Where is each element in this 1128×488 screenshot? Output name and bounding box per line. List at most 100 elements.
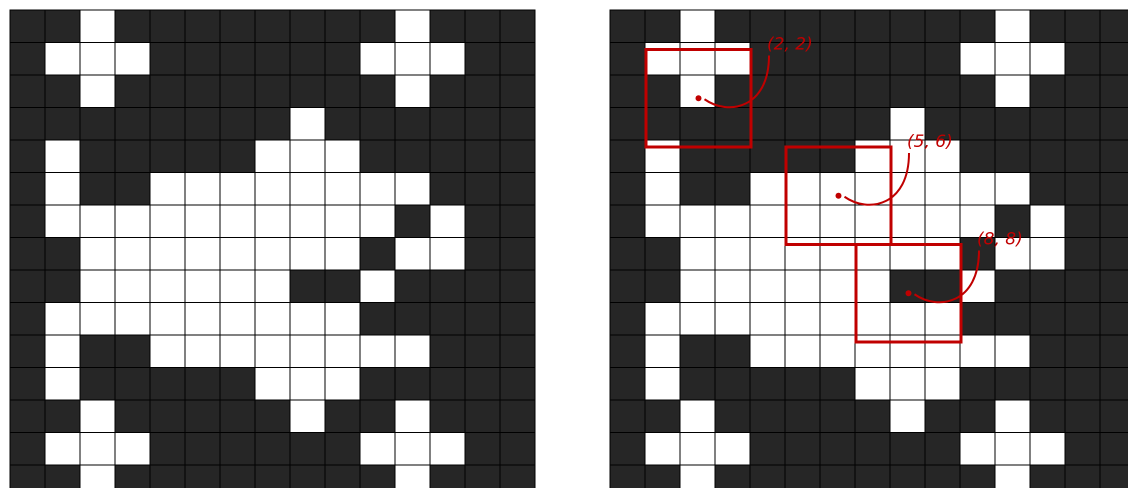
- input-grid-right: [610, 10, 1128, 488]
- grid-cell: [680, 238, 715, 271]
- grid-cell: [500, 270, 535, 303]
- grid-cell: [360, 433, 395, 466]
- grid-cell: [185, 433, 220, 466]
- grid-cell: [1030, 205, 1065, 238]
- grid-cell: [500, 43, 535, 76]
- grid-cell: [960, 10, 995, 43]
- grid-cell: [325, 465, 360, 488]
- window-label: (2, 2): [767, 35, 813, 55]
- grid-cell: [1065, 140, 1100, 173]
- grid-cell: [185, 108, 220, 141]
- grid-cell: [1100, 173, 1128, 206]
- grid-cell: [80, 108, 115, 141]
- grid-cell: [750, 173, 785, 206]
- grid-cell: [115, 335, 150, 368]
- grid-cell: [45, 10, 80, 43]
- grid-cell: [680, 173, 715, 206]
- grid-cell: [1065, 205, 1100, 238]
- grid-cell: [150, 433, 185, 466]
- grid-cell: [185, 75, 220, 108]
- grid-cell: [715, 465, 750, 488]
- grid-cell: [45, 173, 80, 206]
- grid-cell: [855, 75, 890, 108]
- grid-cell: [290, 10, 325, 43]
- grid-cell: [610, 335, 645, 368]
- grid-cell: [150, 400, 185, 433]
- grid-cell: [785, 465, 820, 488]
- grid-cell: [680, 205, 715, 238]
- window-center-dot: [696, 95, 702, 101]
- grid-cell: [1065, 303, 1100, 336]
- grid-cell: [465, 173, 500, 206]
- grid-cell: [185, 465, 220, 488]
- grid-cell: [855, 400, 890, 433]
- grid-cell: [820, 43, 855, 76]
- grid-cell: [150, 10, 185, 43]
- grid-cell: [995, 433, 1030, 466]
- grid-cell: [255, 173, 290, 206]
- grid-cell: [45, 465, 80, 488]
- grid-cell: [255, 335, 290, 368]
- grid-cell: [820, 303, 855, 336]
- grid-cell: [785, 108, 820, 141]
- grid-cell: [465, 303, 500, 336]
- grid-cell: [465, 205, 500, 238]
- grid-cell: [220, 140, 255, 173]
- grid-cell: [500, 108, 535, 141]
- grid-cell: [290, 433, 325, 466]
- grid-cell: [10, 335, 45, 368]
- grid-cell: [1100, 43, 1128, 76]
- grid-cell: [995, 303, 1030, 336]
- grid-cell: [750, 465, 785, 488]
- grid-cell: [995, 270, 1030, 303]
- grid-cell: [185, 400, 220, 433]
- grid-cell: [785, 368, 820, 401]
- grid-cell: [290, 238, 325, 271]
- grid-cell: [395, 400, 430, 433]
- grid-cell: [1030, 43, 1065, 76]
- grid-cell: [290, 140, 325, 173]
- grid-cell: [1100, 140, 1128, 173]
- grid-cell: [10, 10, 45, 43]
- grid-cell: [1030, 238, 1065, 271]
- grid-cell: [680, 400, 715, 433]
- grid-cell: [610, 270, 645, 303]
- grid-cell: [645, 75, 680, 108]
- grid-cell: [150, 75, 185, 108]
- grid-cell: [855, 270, 890, 303]
- grid-cell: [750, 303, 785, 336]
- grid-cell: [360, 400, 395, 433]
- grid-cell: [785, 335, 820, 368]
- window-center-dot: [906, 290, 912, 296]
- grid-cell: [395, 433, 430, 466]
- grid-cell: [890, 303, 925, 336]
- grid-cell: [115, 270, 150, 303]
- grid-cell: [45, 140, 80, 173]
- grid-cell: [680, 270, 715, 303]
- grid-cell: [925, 335, 960, 368]
- grid-cell: [960, 465, 995, 488]
- grid-cell: [430, 303, 465, 336]
- grid-cell: [645, 303, 680, 336]
- grid-cell: [750, 140, 785, 173]
- grid-cell: [45, 238, 80, 271]
- grid-cell: [80, 43, 115, 76]
- grid-cell: [325, 270, 360, 303]
- grid-cell: [925, 43, 960, 76]
- grid-cell: [1065, 335, 1100, 368]
- grid-cell: [890, 335, 925, 368]
- grid-cell: [325, 433, 360, 466]
- grid-cell: [610, 303, 645, 336]
- grid-cell: [610, 400, 645, 433]
- grid-cell: [395, 10, 430, 43]
- grid-cell: [150, 140, 185, 173]
- grid-cell: [820, 335, 855, 368]
- grid-cell: [150, 303, 185, 336]
- grid-cell: [680, 140, 715, 173]
- grid-cell: [150, 173, 185, 206]
- input-grid-left: [10, 10, 535, 488]
- grid-cell: [715, 108, 750, 141]
- grid-cell: [290, 205, 325, 238]
- grid-cell: [220, 465, 255, 488]
- grid-cell: [430, 140, 465, 173]
